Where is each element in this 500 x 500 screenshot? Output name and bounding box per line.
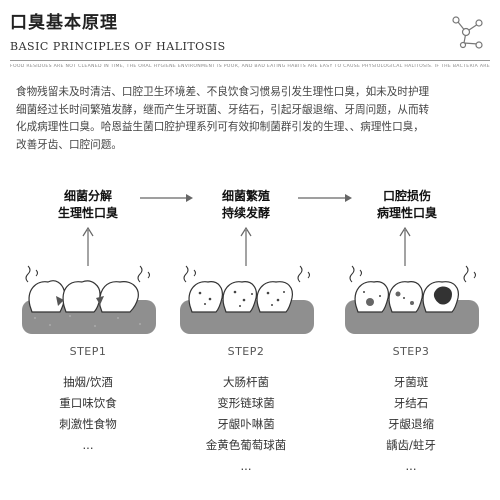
list-item: 刺激性食物 xyxy=(59,417,117,431)
step-2-list: 大肠杆菌 变形链球菌 牙龈卟啉菌 金黄色葡萄球菌 ... xyxy=(176,372,316,477)
page-subtitle: BASIC PRINCIPLES OF HALITOSIS xyxy=(10,40,226,53)
stage-1-label-line2: 生理性口臭 xyxy=(57,206,118,220)
stage-2-label-line2: 持续发酵 xyxy=(221,206,270,220)
list-item: 牙结石 xyxy=(393,396,429,410)
list-item: 重口味饮食 xyxy=(59,396,117,410)
header-divider xyxy=(10,60,490,61)
fine-print-line-1: FOOD RESIDUES ARE NOT CLEANED IN TIME, T… xyxy=(10,64,490,69)
list-item: 牙龈卟啉菌 xyxy=(217,417,275,431)
intro-line: 食物残留未及时清洁、口腔卫生环境差、不良饮食习惯易引发生理性口臭，如未及时护理 xyxy=(16,86,430,98)
arrow-up-icon xyxy=(399,226,411,266)
stage-2-label: 细菌繁殖 持续发酵 xyxy=(196,188,296,222)
list-item: 龋齿/蛀牙 xyxy=(386,438,436,452)
list-item: ... xyxy=(405,459,417,473)
stage-2-label-line1: 细菌繁殖 xyxy=(221,189,270,203)
molecule-icon xyxy=(452,16,483,49)
list-item: 抽烟/饮酒 xyxy=(63,375,113,389)
intro-line: 改善牙齿、口腔问题。 xyxy=(16,138,122,151)
teeth-illustration-1 xyxy=(22,265,156,334)
list-item: 牙菌斑 xyxy=(393,375,429,389)
teeth-illustration-2 xyxy=(180,265,314,334)
fine-print: FOOD RESIDUES ARE NOT CLEANED IN TIME, T… xyxy=(10,64,490,71)
arrow-up-icon xyxy=(240,226,252,266)
stage-1-label: 细菌分解 生理性口臭 xyxy=(38,188,138,222)
intro-line: 细菌经过长时间繁殖发酵，继而产生牙斑菌、牙结石，引起牙龈退缩、牙周问题，从而转 xyxy=(16,103,430,116)
arrow-right-icon xyxy=(298,194,352,202)
stage-3-label-line2: 病理性口臭 xyxy=(376,206,437,220)
stage-1-label-line1: 细菌分解 xyxy=(63,189,112,203)
step-2-label: STEP2 xyxy=(227,345,265,358)
arrow-right-icon xyxy=(140,194,193,202)
stage-3-label-line1: 口腔损伤 xyxy=(382,189,431,203)
teeth-illustration-3 xyxy=(345,265,479,334)
page-title: 口臭基本原理 xyxy=(10,13,118,33)
step-1-label: STEP1 xyxy=(69,345,107,358)
list-item: ... xyxy=(240,459,252,473)
list-item: 金黄色葡萄球菌 xyxy=(205,438,287,452)
list-item: 牙龈退缩 xyxy=(388,417,434,431)
step-1-list: 抽烟/饮酒 重口味饮食 刺激性食物 ... xyxy=(18,372,158,456)
stage-3-label: 口腔损伤 病理性口臭 xyxy=(352,188,462,222)
list-item: 变形链球菌 xyxy=(217,396,275,410)
intro-line: 化成病理性口臭。哈恩益生菌口腔护理系列可有效抑制菌群引发的生理、、病理性口臭， xyxy=(16,121,424,133)
intro-paragraph: 食物残留未及时清洁、口腔卫生环境差、不良饮食习惯易引发生理性口臭，如未及时护理 … xyxy=(16,84,490,154)
arrow-up-icon xyxy=(82,226,94,266)
list-item: 大肠杆菌 xyxy=(223,375,269,389)
step-3-label: STEP3 xyxy=(392,345,430,358)
list-item: ... xyxy=(82,438,94,452)
step-3-list: 牙菌斑 牙结石 牙龈退缩 龋齿/蛀牙 ... xyxy=(341,372,481,477)
